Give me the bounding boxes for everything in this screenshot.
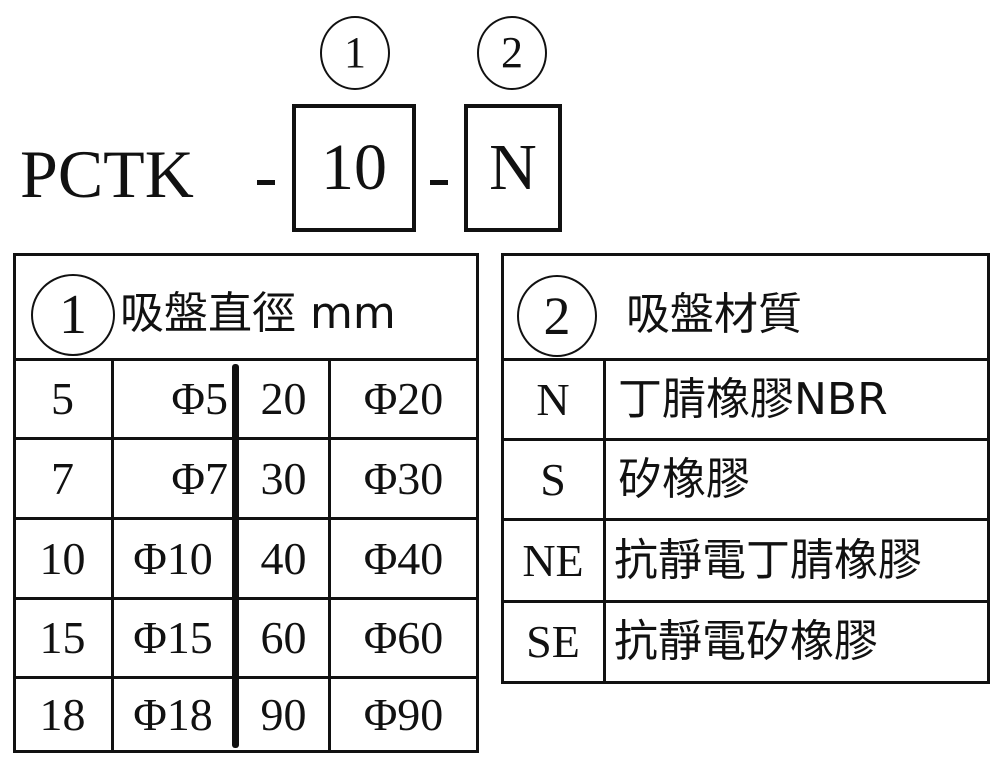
table-cell-code: 18 xyxy=(39,689,86,740)
separator-dash xyxy=(257,180,275,185)
marker-2-circle: 2 xyxy=(477,16,547,90)
separator-dash xyxy=(430,180,448,185)
table-cell-diameter: Φ5 xyxy=(171,373,228,424)
diameter-table-title: 吸盤直徑 mm xyxy=(120,288,396,339)
table-cell-code: 10 xyxy=(39,532,86,584)
divider xyxy=(501,518,990,521)
diameter-code-box: 10 xyxy=(292,104,416,232)
divider xyxy=(13,517,479,520)
table-cell-code: 60 xyxy=(260,612,307,663)
divider xyxy=(603,358,606,683)
table-cell-diameter: Φ90 xyxy=(363,689,444,740)
table-cell-code: S xyxy=(540,453,566,505)
table-cell-diameter: Φ40 xyxy=(363,532,444,584)
divider xyxy=(13,597,479,600)
marker-1-circle: 1 xyxy=(320,16,390,90)
divider xyxy=(501,358,990,361)
material-table-title: 吸盤材質 xyxy=(626,289,802,340)
table-cell-code: NE xyxy=(522,534,584,586)
table-cell-code: 90 xyxy=(260,689,307,740)
divider xyxy=(501,600,990,603)
model-prefix: PCTK xyxy=(20,136,194,212)
table-cell-code: N xyxy=(536,373,570,425)
table-cell-diameter: Φ60 xyxy=(363,612,444,663)
divider xyxy=(13,437,479,440)
divider xyxy=(328,358,331,752)
table-cell-diameter: Φ7 xyxy=(171,452,228,504)
material-table-frame xyxy=(501,253,990,684)
table-cell-material: 矽橡膠 xyxy=(618,453,750,505)
table-cell-diameter: Φ20 xyxy=(363,373,444,424)
marker-2-circle: 2 xyxy=(517,275,597,357)
table-cell-material: 抗靜電丁腈橡膠 xyxy=(614,534,922,586)
divider xyxy=(501,438,990,441)
table-cell-code: SE xyxy=(526,616,580,667)
table-cell-diameter: Φ30 xyxy=(363,452,444,504)
material-code-box: N xyxy=(464,104,562,232)
table-cell-code: 5 xyxy=(51,373,74,424)
table-cell-material: 抗靜電矽橡膠 xyxy=(614,616,878,667)
table-cell-diameter: Φ15 xyxy=(133,612,213,663)
table-cell-code: 40 xyxy=(260,532,307,584)
divider xyxy=(111,358,114,752)
thick-divider xyxy=(232,364,239,748)
table-cell-diameter: Φ18 xyxy=(133,689,213,740)
table-cell-diameter: Φ10 xyxy=(133,532,213,584)
diameter-table-frame xyxy=(13,253,479,753)
table-cell-code: 30 xyxy=(260,452,307,504)
table-cell-code: 20 xyxy=(260,373,307,424)
table-cell-material: 丁腈橡膠NBR xyxy=(618,373,888,425)
table-cell-code: 15 xyxy=(39,612,86,663)
divider xyxy=(13,676,479,679)
divider xyxy=(13,358,479,361)
table-cell-code: 7 xyxy=(51,452,74,504)
marker-1-circle: 1 xyxy=(31,274,115,356)
